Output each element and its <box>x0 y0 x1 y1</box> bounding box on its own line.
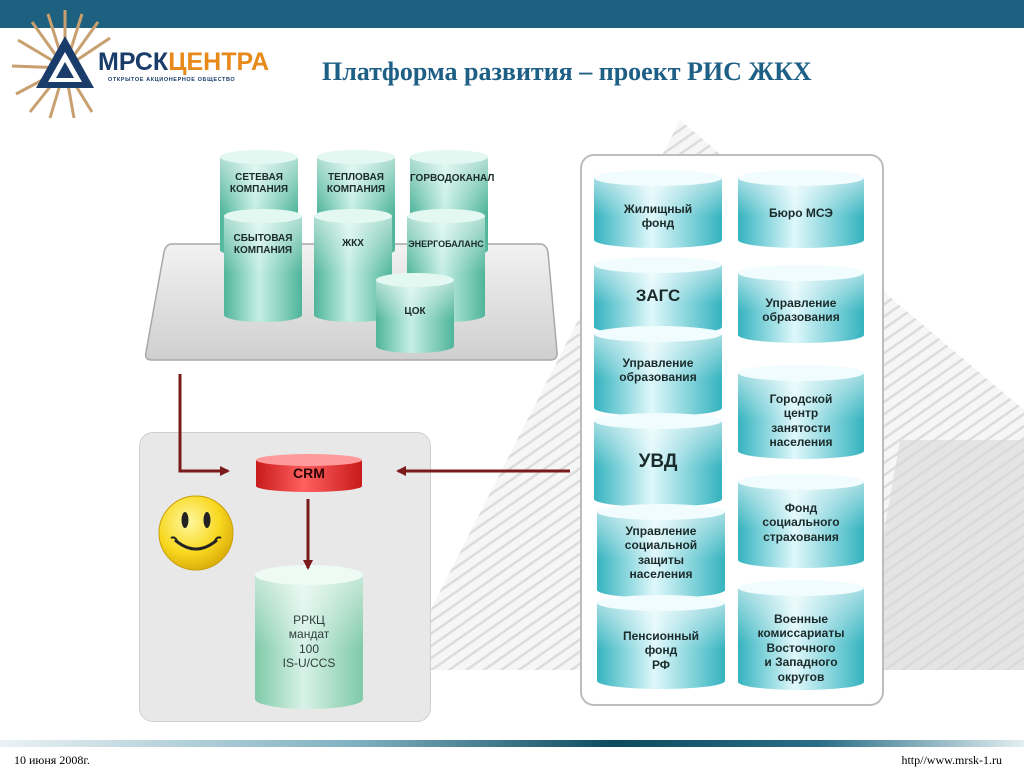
crm-cylinder: CRM <box>256 454 362 492</box>
platform-cylinder-5-label: ЖКХ <box>342 238 364 249</box>
agency-right-cylinder-3: Городской центр занятости населения <box>738 365 864 459</box>
page-title: Платформа развития – проект РИС ЖКХ <box>322 57 812 86</box>
agency-right-cylinder-4: Фонд социального страхования <box>738 474 864 568</box>
agency-left-cylinder-5: Управление социальной защиты населения <box>597 504 725 598</box>
platform-cylinder-5: ЖКХ <box>314 209 392 322</box>
triangle-sun-logo-icon <box>11 10 111 119</box>
agency-left-cylinder-1: Жилищный фонд <box>594 170 722 248</box>
agency-left-cylinder-3: Управление образования <box>594 326 722 416</box>
agency-left-cylinder-4: УВД <box>594 413 722 507</box>
smiley-face-icon <box>158 495 234 571</box>
platform-cylinder-7: ЦОК <box>376 273 454 353</box>
agency-left-cylinder-2-label: ЗАГС <box>635 286 681 305</box>
company-logo: МРСКЦЕНТРА ОТКРЫТОЕ АКЦИОНЕРНОЕ ОБЩЕСТВО <box>10 8 270 120</box>
agency-right-cylinder-2: Управление образования <box>738 265 864 343</box>
platform-cylinder-7-label: ЦОК <box>404 306 426 317</box>
platform-cylinder-6-label: ЭНЕРГОБАЛАНС <box>408 239 484 249</box>
agency-right-cylinder-2-label: Управление образования <box>762 296 840 325</box>
platform-cylinder-1-label: СЕТЕВАЯ КОМПАНИЯ <box>229 172 289 195</box>
platform-cylinder-3-label: ГОРВОДОКАНАЛ <box>410 173 495 184</box>
platform-cylinder-2-label: ТЕПЛОВАЯ КОМПАНИЯ <box>326 172 386 195</box>
rrkc-cylinder-label: РРКЦ мандат 100 IS-U/CCS <box>282 613 336 671</box>
agency-left-cylinder-5-label: Управление социальной защиты населения <box>624 524 698 582</box>
logo-name-part2: ЦЕНТРА <box>168 48 269 76</box>
agency-right-cylinder-1: Бюро МСЭ <box>738 170 864 248</box>
footer-date: 10 июня 2008г. <box>14 753 90 767</box>
agency-right-cylinder-5: Военные комиссариаты Восточного и Западн… <box>738 580 864 690</box>
footer-bar <box>0 740 1024 747</box>
agency-left-cylinder-4-label: УВД <box>638 451 678 472</box>
agency-right-cylinder-1-label: Бюро МСЭ <box>769 206 833 220</box>
agency-right-cylinder-3-label: Городской центр занятости населения <box>769 392 833 450</box>
crm-label: CRM <box>293 465 325 481</box>
agency-left-cylinder-6: Пенсионный фонд РФ <box>597 595 725 689</box>
agency-left-cylinder-6-label: Пенсионный фонд РФ <box>622 629 700 672</box>
top-header-bar <box>0 0 1024 28</box>
rrkc-cylinder: РРКЦ мандат 100 IS-U/CCS <box>255 565 363 709</box>
agency-right-cylinder-5-label: Военные комиссариаты Восточного и Западн… <box>757 612 845 684</box>
logo-subtitle: ОТКРЫТОЕ АКЦИОНЕРНОЕ ОБЩЕСТВО <box>108 77 236 83</box>
platform-cylinder-4: СБЫТОВАЯ КОМПАНИЯ <box>224 209 302 322</box>
logo-brand-text: МРСКЦЕНТРА <box>98 48 269 77</box>
agency-left-cylinder-1-label: Жилищный фонд <box>623 202 693 231</box>
agency-right-cylinder-4-label: Фонд социального страхования <box>762 501 840 544</box>
logo-name-part1: МРСК <box>98 48 169 76</box>
platform-cylinder-4-label: СБЫТОВАЯ КОМПАНИЯ <box>233 233 293 256</box>
agency-left-cylinder-3-label: Управление образования <box>619 356 697 385</box>
footer-url[interactable]: http//www.mrsk-1.ru <box>901 753 1002 767</box>
agency-left-cylinder-2: ЗАГС <box>594 257 722 335</box>
